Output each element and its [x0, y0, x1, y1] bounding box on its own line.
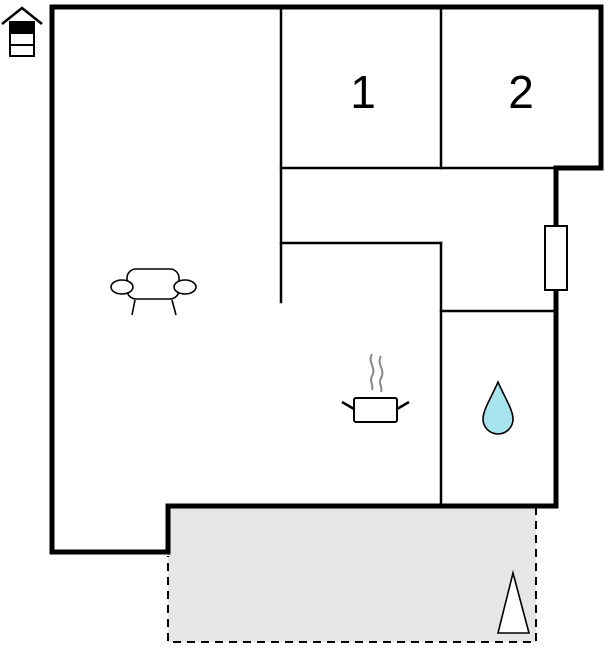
cooking-pot-icon	[341, 353, 410, 423]
sofa-icon	[110, 268, 197, 316]
house-level-icon	[1, 6, 43, 57]
terrace-dashed-border	[167, 507, 537, 643]
water-drop-icon	[482, 380, 514, 435]
terrace	[167, 507, 537, 643]
interior-walls	[279, 6, 558, 507]
north-arrow-icon	[496, 569, 531, 634]
terrace-area	[168, 507, 536, 642]
room-label-bedroom-2: 2	[508, 66, 534, 118]
room-label-bedroom-1: 1	[350, 66, 376, 118]
outer-wall	[49, 4, 604, 555]
window	[544, 225, 568, 291]
